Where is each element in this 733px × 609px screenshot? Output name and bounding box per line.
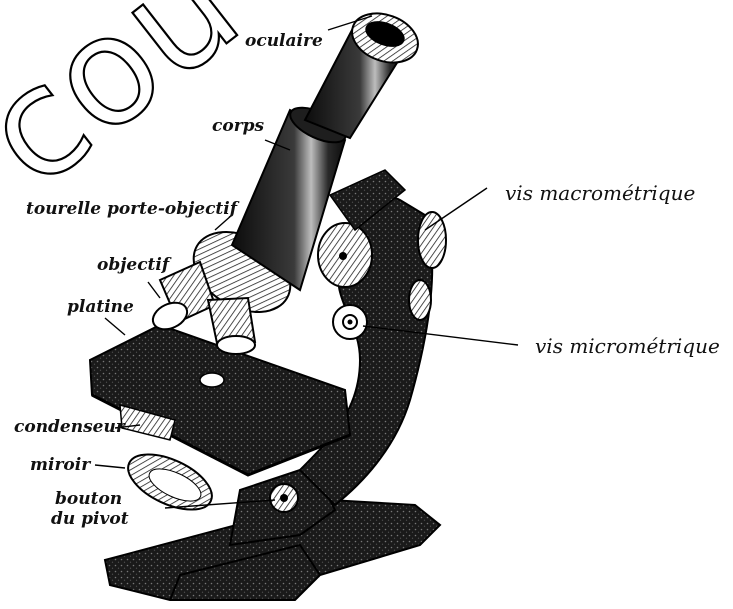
leader-objectif [148, 282, 160, 298]
label-bouton-line1: bouton [55, 489, 122, 509]
watermark: cou [0, 0, 270, 221]
leader-miroir [95, 465, 125, 468]
leader-vis-macro [425, 188, 487, 230]
label-corps: corps [212, 116, 265, 136]
label-condenseur: condenseur [14, 417, 126, 437]
fine-knob-right [409, 280, 431, 320]
coarse-knob-right [418, 212, 446, 268]
watermark-text: cou [0, 0, 270, 221]
label-oculaire: oculaire [245, 31, 323, 51]
label-objectif: objectif [97, 255, 172, 275]
label-platine: platine [67, 297, 134, 317]
leader-platine [105, 318, 125, 335]
label-bouton-line2: du pivot [51, 509, 129, 529]
label-vis-micro: vis micrométrique [535, 334, 720, 358]
label-tourelle: tourelle porte-objectif [26, 199, 240, 219]
label-vis-macro: vis macrométrique [505, 181, 695, 205]
label-miroir: miroir [30, 455, 91, 475]
